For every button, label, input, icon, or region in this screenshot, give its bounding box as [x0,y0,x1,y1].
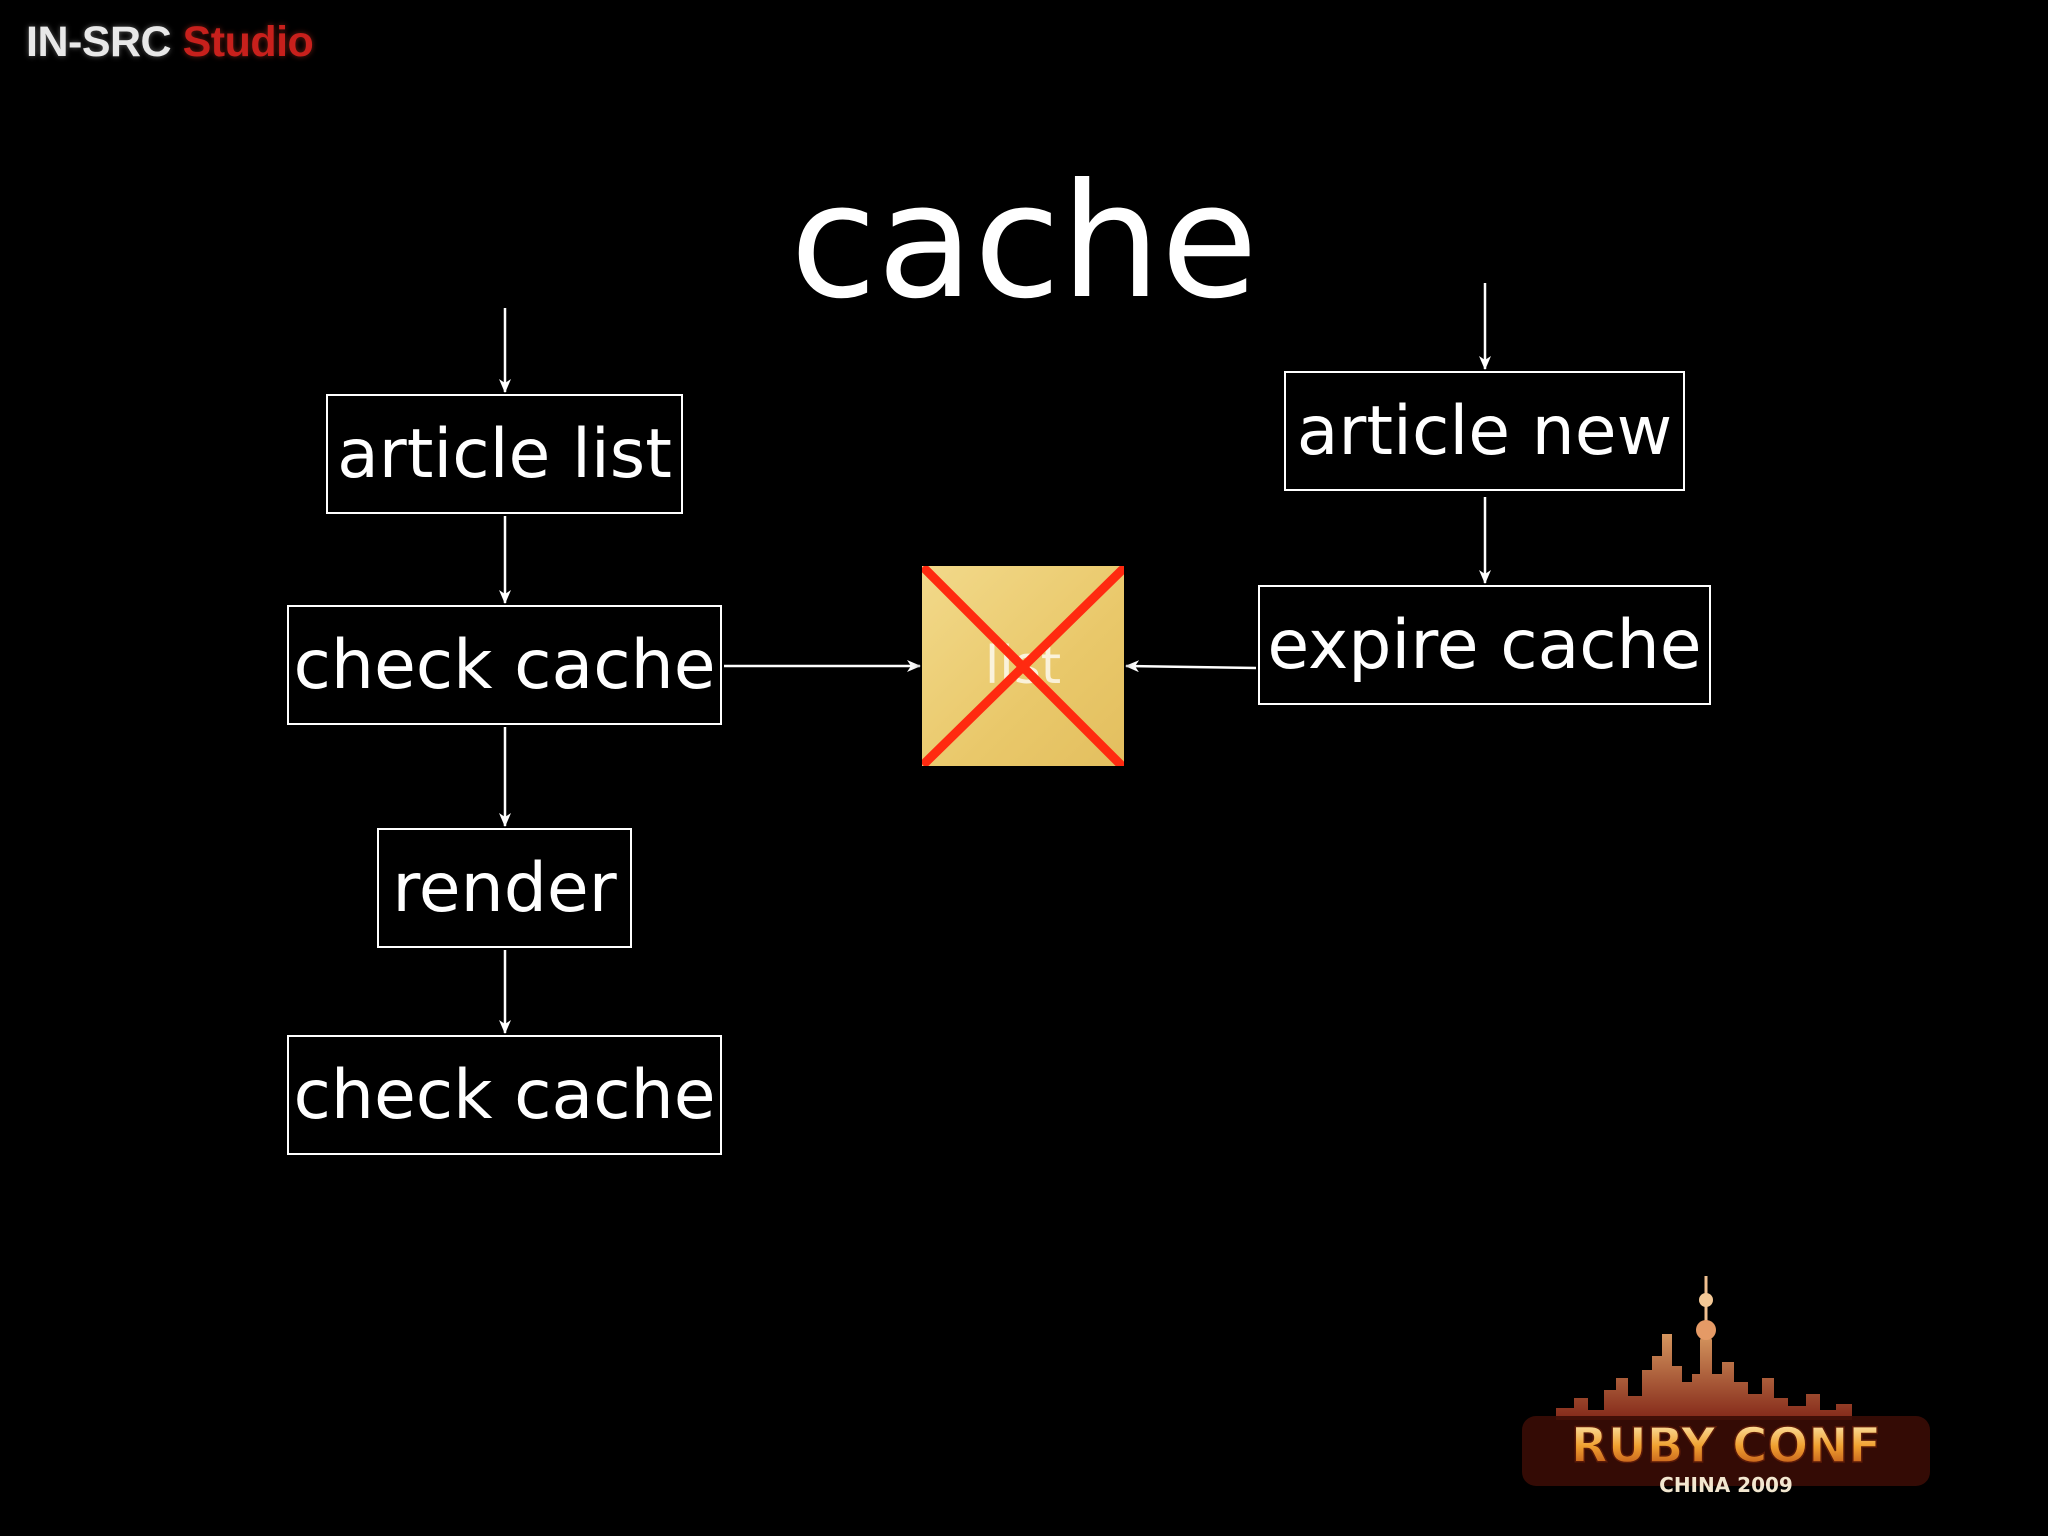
brand-part-studio: Studio [182,18,314,66]
box-article-list: article list [326,394,683,514]
ruby-conf-china-logo: RUBY CONF CHINA 2009 [1516,1270,1936,1514]
cache-sticky-note: list [922,566,1124,766]
box-check-cache-bottom: check cache [287,1035,722,1155]
box-article-new-label: article new [1296,391,1673,471]
box-render-label: render [392,848,617,928]
brand-part-in-src: IN-SRC [26,18,172,66]
box-render: render [377,828,632,948]
box-expire-cache-label: expire cache [1267,605,1702,685]
logo-subtitle-text: CHINA 2009 [1659,1473,1793,1497]
box-check-cache-top-label: check cache [293,625,716,705]
box-check-cache-bottom-label: check cache [293,1055,716,1135]
arrow-expire-cache-to-note [1125,660,1257,673]
box-expire-cache: expire cache [1258,585,1711,705]
studio-brand: IN-SRC Studio [26,18,314,67]
box-article-new: article new [1284,371,1685,491]
slide-title: cache [790,150,1258,334]
logo-title-text: RUBY CONF [1571,1418,1881,1474]
cross-out-icon [922,566,1124,766]
box-check-cache-top: check cache [287,605,722,725]
box-article-list-label: article list [337,414,672,494]
